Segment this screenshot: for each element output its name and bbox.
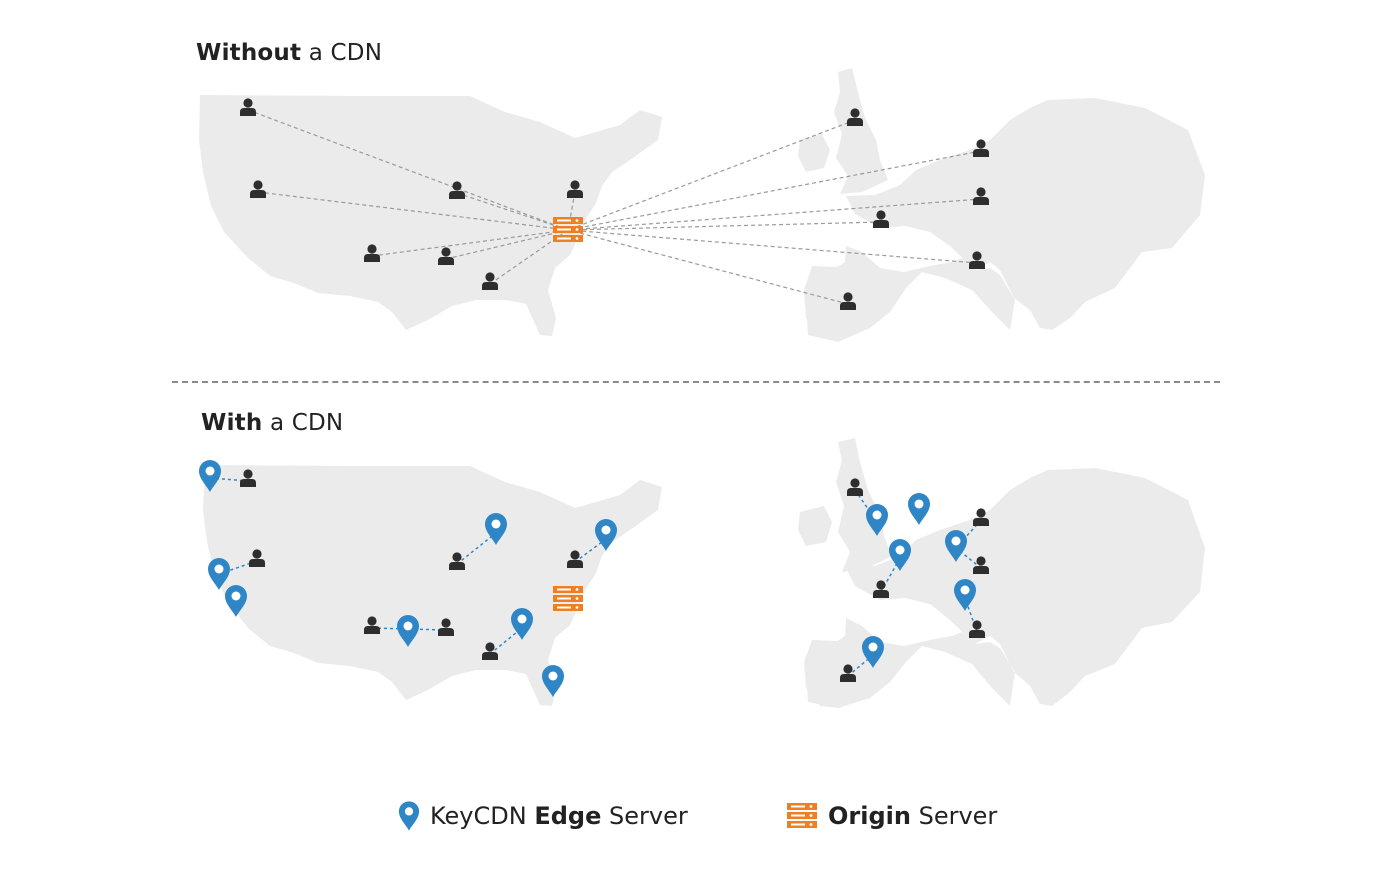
uk-landmass: [836, 438, 892, 572]
iberia-landmass: [804, 640, 880, 708]
ireland-landmass: [798, 506, 832, 546]
with-cdn-title-bold: With: [201, 410, 263, 436]
origin-server-icon: [553, 586, 583, 611]
legend-edge-server: KeyCDN Edge Server: [398, 798, 688, 834]
legend-origin-label: Origin Server: [828, 802, 997, 830]
with-cdn-title-rest: a CDN: [262, 410, 344, 436]
without-cdn-title-bold: Without: [196, 40, 302, 66]
legend-edge-pre: KeyCDN: [430, 802, 535, 830]
usa-landmass: [203, 465, 662, 706]
with-cdn-title: With a CDN: [201, 410, 343, 436]
without-cdn-map: [199, 68, 1205, 342]
ireland-landmass: [798, 134, 830, 172]
europe-landmass: [806, 468, 1205, 708]
legend-origin-server: Origin Server: [786, 798, 997, 834]
section-divider: [172, 381, 1220, 383]
legend-edge-label: KeyCDN Edge Server: [430, 802, 688, 830]
legend-edge-bold: Edge: [534, 802, 602, 830]
server-stack-icon: [787, 803, 817, 828]
legend-origin-post: Server: [910, 802, 998, 830]
map-pin-icon: [398, 801, 420, 831]
legend-edge-post: Server: [601, 802, 688, 830]
edge-server-pin-icon: [908, 493, 930, 525]
without-cdn-title: Without a CDN: [196, 40, 382, 66]
legend-origin-bold: Origin: [828, 802, 911, 830]
uk-landmass: [834, 68, 888, 194]
without-cdn-title-rest: a CDN: [301, 40, 383, 66]
europe-landmass: [806, 98, 1205, 342]
usa-landmass: [199, 95, 662, 336]
